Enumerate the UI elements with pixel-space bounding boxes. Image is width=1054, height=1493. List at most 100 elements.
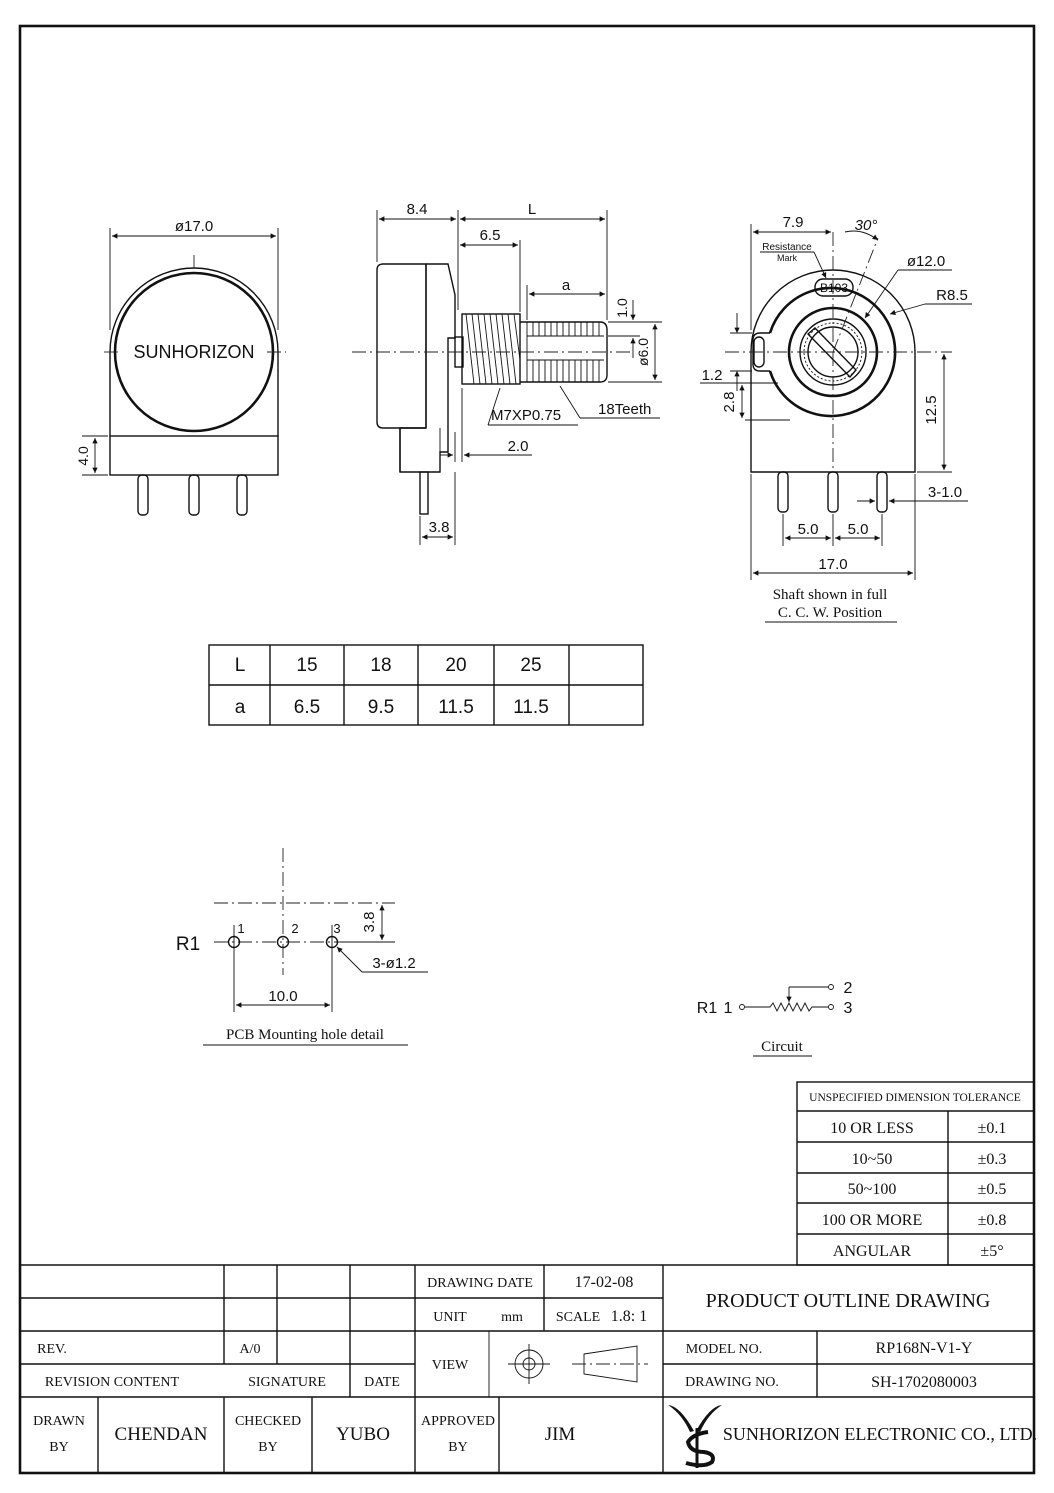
scale-value: 1.8: 1 (611, 1308, 647, 1325)
side-view: 8.4 L 6.5 a 1.0 ø6.0 M7XP0.75 18Teeth 2.… (352, 201, 662, 545)
front-height-label: 4.0 (75, 446, 91, 466)
circuit-diagram: R1 1 2 3 Circuit (697, 980, 853, 1057)
table-cell: 6.5 (294, 697, 320, 718)
title-block: DRAWING DATE 17-02-08 UNIT mm SCALE 1.8:… (20, 1264, 1037, 1473)
rear-offset-label: 7.9 (783, 214, 804, 231)
body-width-label: 8.4 (407, 201, 428, 218)
center-height-label: 12.5 (923, 395, 940, 424)
table-cell: 20 (445, 655, 466, 676)
view-label: VIEW (432, 1358, 469, 1373)
resistor-symbol (745, 1001, 828, 1013)
radius-label: R8.5 (936, 287, 968, 304)
flat-width-label: 1.0 (614, 298, 630, 318)
pcb-caption: PCB Mounting hole detail (226, 1027, 384, 1043)
table-cell: 18 (370, 655, 391, 676)
company-name: SUNHORIZON ELECTRONIC CO., LTD. (723, 1424, 1037, 1444)
first-angle-projection-symbol (508, 1344, 648, 1384)
pitch-left-label: 5.0 (798, 521, 819, 538)
pcb-ref-label: R1 (176, 934, 200, 955)
pcb-pin-3: 3 (333, 921, 340, 936)
pitch-right-label: 5.0 (848, 521, 869, 538)
pcb-pin-1: 1 (237, 921, 244, 936)
table-row-label: L (235, 655, 246, 676)
length-table: L 15 18 20 25 a 6.5 9.5 11.5 11.5 (208, 644, 644, 726)
tolerance-value: ±0.3 (978, 1151, 1007, 1168)
total-width-label: 17.0 (818, 556, 847, 573)
tolerance-value: ±5° (980, 1243, 1003, 1260)
sheet-border (18, 24, 1036, 1475)
drawn-by-label-2: BY (49, 1440, 68, 1455)
tolerance-value: ±0.5 (978, 1181, 1007, 1198)
front-view: ø17.0 SUNHORIZON 4.0 (75, 218, 286, 516)
pcb-row-offset-label: 3.8 (361, 912, 378, 933)
table-cell: 15 (296, 655, 317, 676)
date-label: DATE (364, 1375, 400, 1390)
pcb-hole-spec: 3-ø1.2 (372, 955, 415, 972)
rear-view: B103 7.9 30° Resistance Mark ø12.0 R8.5 … (700, 214, 972, 623)
thread-spec-label: M7XP0.75 (491, 407, 561, 424)
drawing-date-label: DRAWING DATE (427, 1276, 533, 1291)
slot-height-label: 2.8 (721, 392, 738, 413)
table-row-label: a (235, 697, 246, 718)
resistance-mark-label: Resistance (762, 242, 812, 253)
tolerance-value: ±0.8 (978, 1212, 1007, 1229)
circuit-pin-1: 1 (724, 1000, 733, 1017)
scale-label: SCALE (556, 1310, 600, 1325)
drawn-by-label: DRAWN (33, 1414, 85, 1429)
drawing-no-label: DRAWING NO. (685, 1375, 779, 1390)
approved-by-label: APPROVED (421, 1414, 495, 1429)
checked-by-label-2: BY (258, 1440, 277, 1455)
knurl-length-label: a (562, 277, 571, 294)
table-cell: 25 (520, 655, 541, 676)
model-no-value: RP168N-V1-Y (876, 1340, 973, 1357)
tolerance-range: ANGULAR (833, 1243, 912, 1260)
drawn-by-value: CHENDAN (115, 1424, 208, 1445)
signature-label: SIGNATURE (248, 1375, 326, 1390)
slot-width-label: 1.2 (702, 367, 723, 384)
circuit-pin-3: 3 (844, 1000, 853, 1017)
terminal-offset-label: 3.8 (429, 519, 450, 536)
pcb-pin-2: 2 (291, 921, 298, 936)
terminal-width-label: 3-1.0 (928, 484, 962, 501)
table-cell: 9.5 (368, 697, 394, 718)
resistance-code: B103 (820, 281, 848, 295)
checked-by-label: CHECKED (235, 1414, 301, 1429)
circuit-caption: Circuit (761, 1039, 803, 1055)
shaft-diameter-label: ø6.0 (635, 338, 651, 366)
drawing-date-value: 17-02-08 (575, 1274, 634, 1291)
table-cell: 11.5 (513, 697, 549, 718)
rev-value: A/0 (240, 1342, 261, 1357)
pcb-hole-detail: R1 1 2 3 3.8 3-ø1.2 10.0 PCB Mounting ho… (176, 848, 428, 1046)
checked-by-value: YUBO (336, 1424, 390, 1445)
approved-by-value: JIM (545, 1424, 576, 1445)
tolerance-range: 50~100 (848, 1181, 897, 1198)
table-cell: 11.5 (438, 697, 474, 718)
tolerance-range: 10~50 (852, 1151, 893, 1168)
revision-content-label: REVISION CONTENT (45, 1375, 180, 1390)
circuit-ref-label: R1 (697, 1000, 718, 1017)
ccw-note-line2: C. C. W. Position (778, 605, 883, 621)
ccw-note-line1: Shaft shown in full (773, 587, 888, 603)
unit-value: mm (501, 1310, 523, 1325)
inner-diameter-label: ø12.0 (907, 253, 945, 270)
tolerance-header: UNSPECIFIED DIMENSION TOLERANCE (809, 1092, 1021, 1104)
flange-label: 2.0 (508, 438, 529, 455)
angle-label: 30° (855, 217, 878, 234)
brand-marking: SUNHORIZON (134, 342, 255, 362)
tolerance-range: 10 OR LESS (830, 1120, 914, 1137)
drawing-title: PRODUCT OUTLINE DRAWING (706, 1290, 991, 1312)
resistance-mark-label-2: Mark (777, 253, 797, 263)
shaft-length-label: L (528, 201, 536, 218)
pcb-span-label: 10.0 (268, 988, 297, 1005)
drawing-no-value: SH-1702080003 (871, 1374, 977, 1391)
bushing-length-label: 6.5 (480, 227, 501, 244)
model-no-label: MODEL NO. (686, 1342, 762, 1357)
tolerance-table: UNSPECIFIED DIMENSION TOLERANCE 10 OR LE… (796, 1081, 1035, 1266)
teeth-label: 18Teeth (598, 401, 651, 418)
circuit-pin-2: 2 (844, 980, 853, 997)
tolerance-range: 100 OR MORE (822, 1212, 922, 1229)
company-logo (668, 1405, 722, 1468)
rev-label: REV. (37, 1342, 67, 1357)
front-diameter-label: ø17.0 (175, 218, 213, 235)
